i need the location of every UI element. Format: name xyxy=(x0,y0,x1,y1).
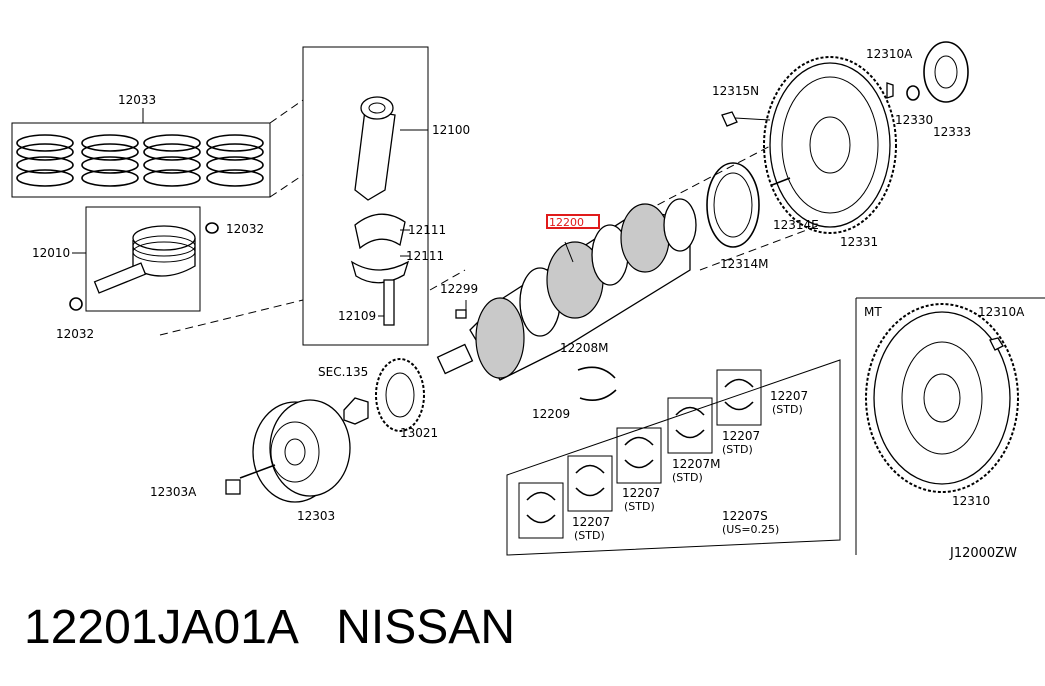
label-12333: 12333 xyxy=(933,125,971,139)
label-12207-2: 12207 xyxy=(722,429,760,443)
label-12207-4: 12207 xyxy=(572,515,610,529)
label-12303A: 12303A xyxy=(150,485,197,499)
part-labels: 12033 12100 12032 12010 12032 12111 1211… xyxy=(32,47,1025,561)
brand-name: NISSAN xyxy=(336,601,515,654)
label-12314E: 12314E xyxy=(773,218,819,232)
mt-flywheel xyxy=(855,297,1045,555)
label-12033: 12033 xyxy=(118,93,156,107)
label-12315N: 12315N xyxy=(712,84,759,98)
label-12207M: 12207M xyxy=(672,457,721,471)
label-12310: 12310 xyxy=(952,494,990,508)
diagram-code: J12000ZW xyxy=(949,546,1017,561)
label-12299: 12299 xyxy=(440,282,478,296)
piston-assembly xyxy=(69,206,219,312)
label-12330: 12330 xyxy=(895,113,933,127)
label-12100: 12100 xyxy=(432,123,470,137)
label-12032-a: 12032 xyxy=(226,222,264,236)
label-12207-1: 12207 xyxy=(770,389,808,403)
label-12209: 12209 xyxy=(532,407,570,421)
label-12207M-std: (STD) xyxy=(672,471,703,484)
connecting-rod-assembly xyxy=(302,46,429,346)
part-number: 12201JA01A xyxy=(24,601,297,654)
bearing-shells-panel xyxy=(506,359,841,556)
label-12310A-mt: 12310A xyxy=(978,305,1025,319)
label-12207-3: 12207 xyxy=(622,486,660,500)
label-12109: 12109 xyxy=(338,309,376,323)
label-12208M: 12208M xyxy=(560,341,609,355)
label-12303: 12303 xyxy=(297,509,335,523)
label-12111-b: 12111 xyxy=(406,249,444,263)
label-13021: 13021 xyxy=(400,426,438,440)
piston-ring-set xyxy=(11,108,271,198)
label-mt: MT xyxy=(864,305,882,319)
label-12010: 12010 xyxy=(32,246,70,260)
label-12111-a: 12111 xyxy=(408,223,446,237)
label-12314M: 12314M xyxy=(720,257,769,271)
parts-diagram: 12033 12100 12032 12010 12032 12111 1211… xyxy=(11,41,1045,561)
label-12207-3-std: (STD) xyxy=(624,500,655,513)
label-12207-1-std: (STD) xyxy=(772,403,803,416)
flywheel-upper xyxy=(706,41,969,248)
label-12207S: 12207S xyxy=(722,509,768,523)
crankshaft xyxy=(436,198,697,381)
footer-caption: 12201JA01A NISSAN xyxy=(24,600,515,655)
label-12200-highlighted: 12200 xyxy=(549,216,584,229)
label-12310A-top: 12310A xyxy=(866,47,913,61)
pulley-and-gear xyxy=(225,358,425,503)
label-12331: 12331 xyxy=(840,235,878,249)
label-12207-4-std: (STD) xyxy=(574,529,605,542)
label-12207S-us: (US=0.25) xyxy=(722,523,779,536)
highlight-box xyxy=(546,214,600,229)
label-12207-2-std: (STD) xyxy=(722,443,753,456)
label-12032-b: 12032 xyxy=(56,327,94,341)
label-sec135: SEC.135 xyxy=(318,365,368,379)
